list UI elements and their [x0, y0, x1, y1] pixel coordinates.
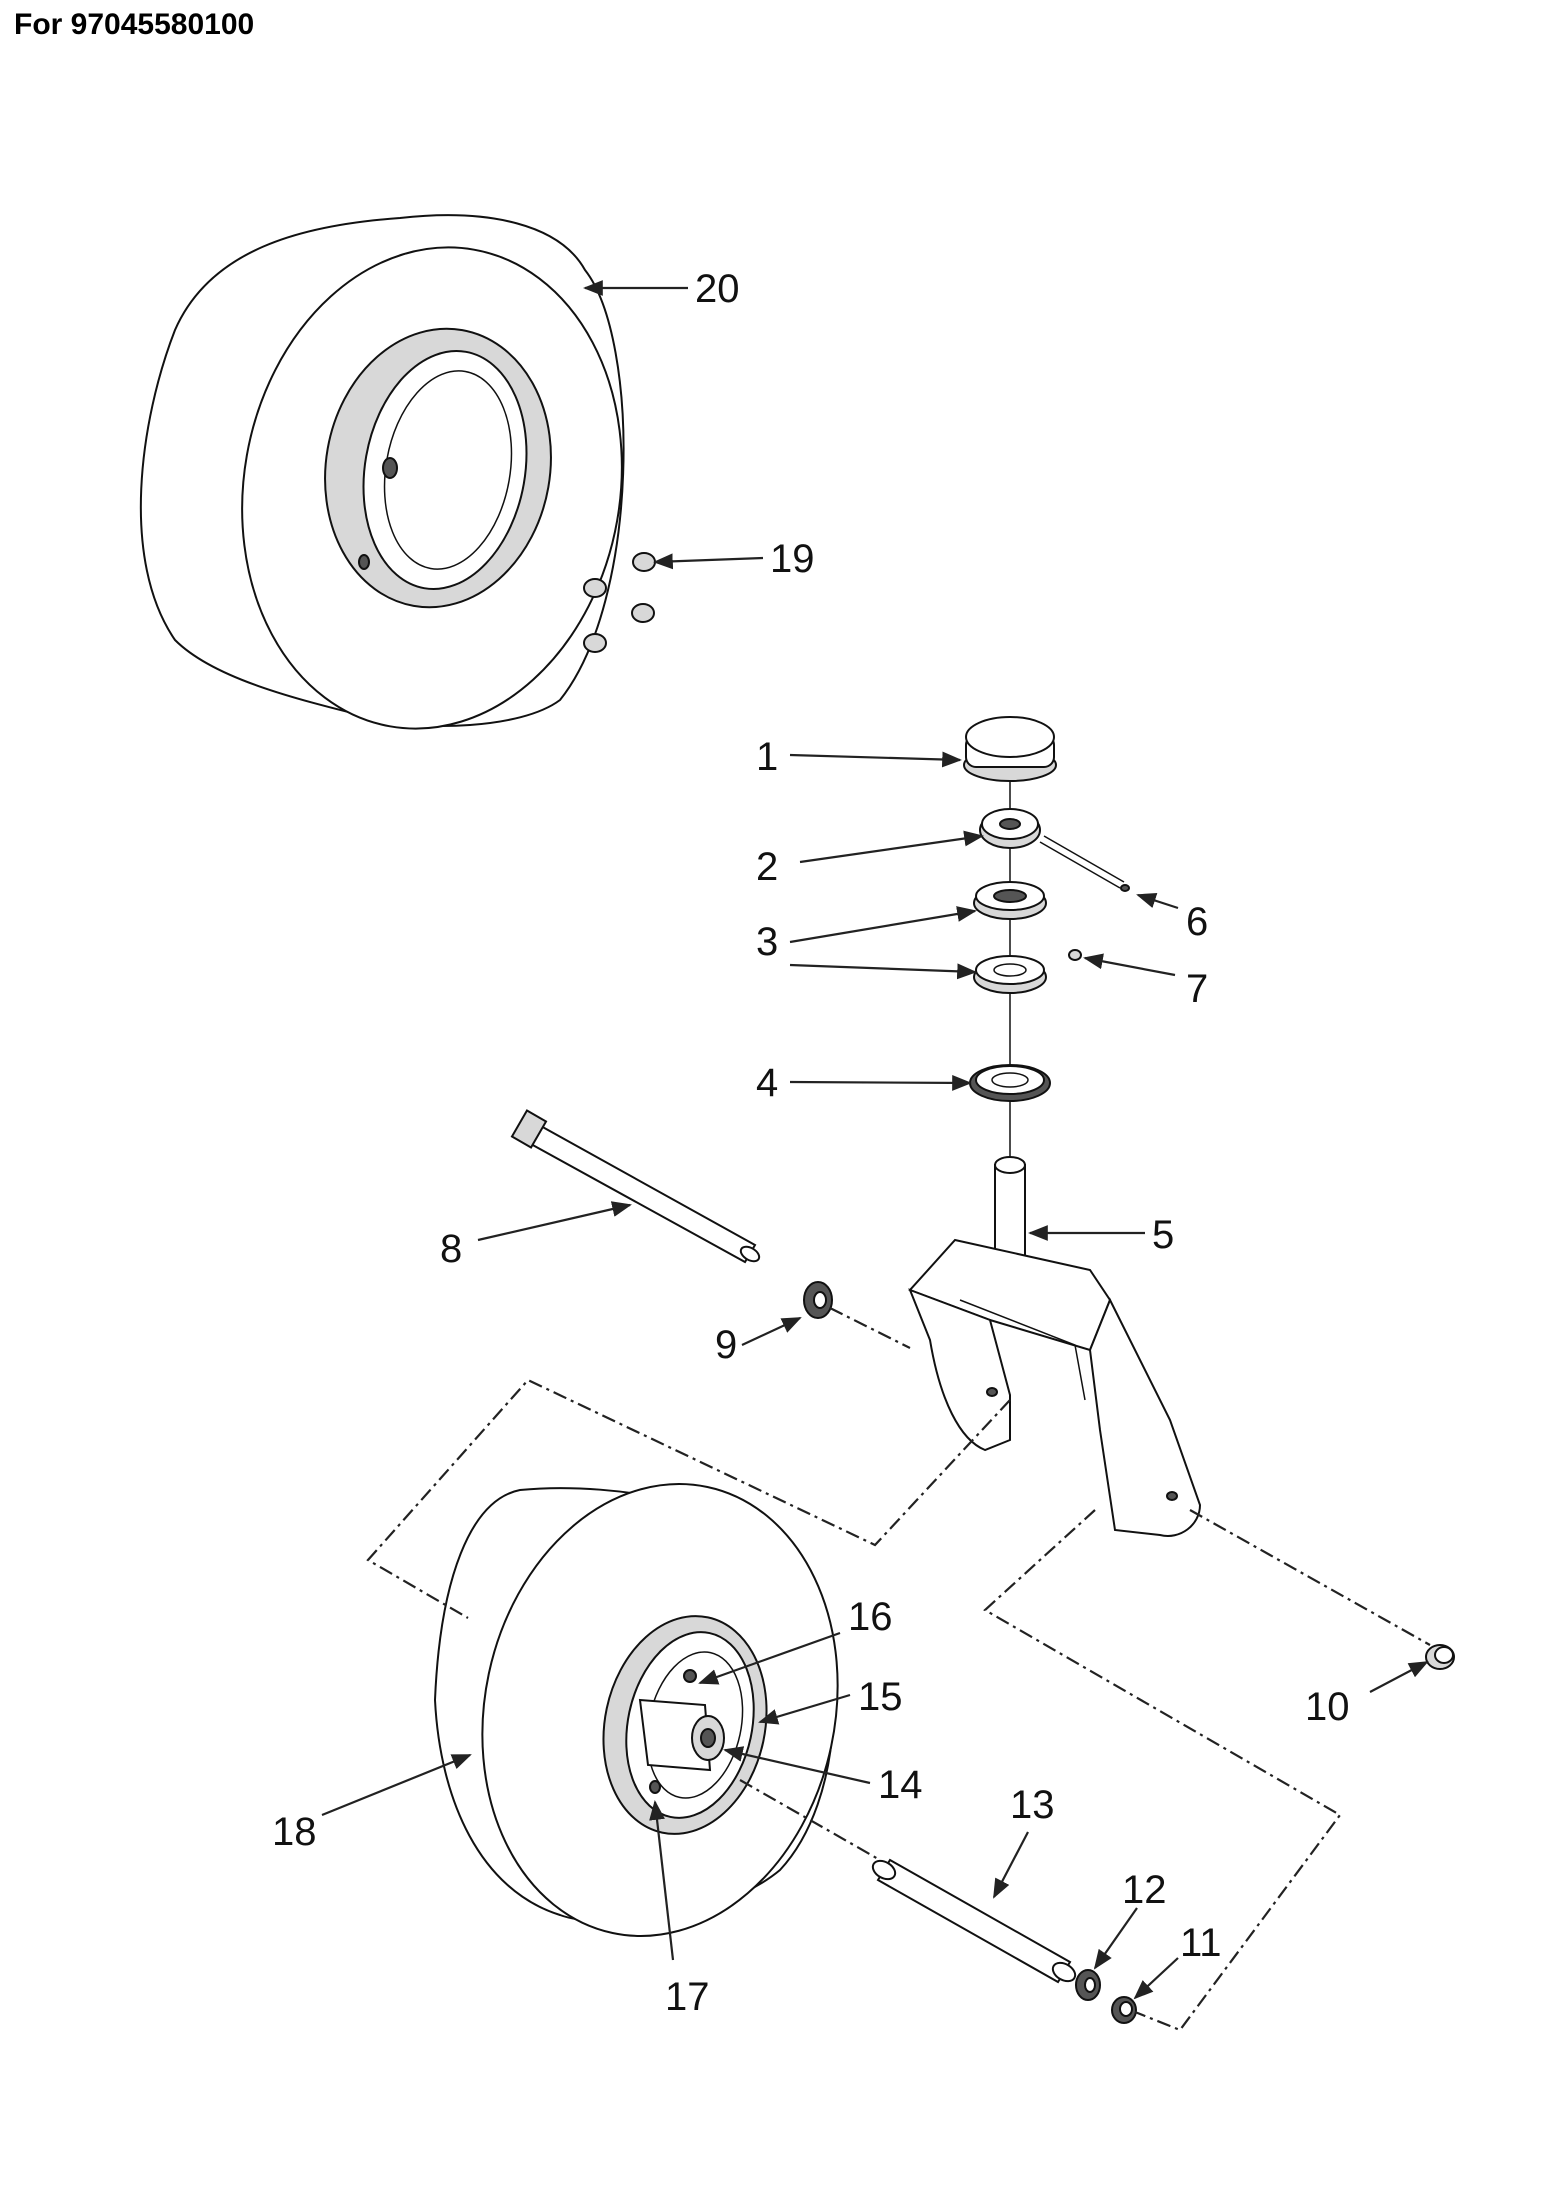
seal-4 — [969, 1064, 1051, 1102]
callout-5: 5 — [1152, 1213, 1174, 1257]
callout-20: 20 — [695, 267, 740, 311]
callout-11: 11 — [1180, 1921, 1222, 1965]
callout-18: 18 — [272, 1810, 317, 1854]
castle-nut-2 — [979, 808, 1041, 849]
callout-17: 17 — [665, 1975, 710, 2019]
leader-lines — [321, 280, 1429, 2000]
lock-nut-11 — [1111, 1996, 1137, 2024]
caster-fork-5 — [908, 1156, 1202, 1537]
washer-12 — [1075, 1969, 1101, 2001]
washer-9 — [803, 1281, 833, 1319]
tire-20 — [139, 214, 625, 730]
bolt-8 — [510, 1109, 761, 1264]
callout-4: 4 — [756, 1061, 778, 1105]
spacer-13 — [871, 1858, 1077, 1984]
callout-15: 15 — [858, 1675, 903, 1719]
callout-10: 10 — [1305, 1685, 1350, 1729]
callout-labels: 20 19 1 2 3 3 4 5 6 7 8 9 10 11 12 13 14… — [272, 267, 1350, 2019]
grease-fitting-7 — [1068, 949, 1082, 961]
callout-9: 9 — [715, 1323, 737, 1367]
bearing-3-bottom — [973, 955, 1047, 994]
lug-nuts-19 — [583, 552, 656, 653]
dust-cap-1 — [963, 716, 1057, 782]
callout-7: 7 — [1186, 967, 1208, 1011]
callout-6: 6 — [1186, 900, 1208, 944]
page-title: For 97045580100 — [14, 8, 255, 41]
callout-19: 19 — [770, 537, 815, 581]
callout-3a: 3 — [756, 920, 778, 964]
callout-12: 12 — [1122, 1868, 1167, 1912]
callout-2: 2 — [756, 845, 778, 889]
callout-1: 1 — [756, 735, 778, 779]
assembly-lines — [366, 1307, 1431, 2032]
lock-nut-10 — [1425, 1644, 1455, 1670]
cotter-pin-6 — [1039, 835, 1130, 892]
wheel-assembly-18 — [433, 1483, 839, 1937]
callout-14: 14 — [878, 1763, 923, 1807]
callout-13: 13 — [1010, 1783, 1055, 1827]
bearing-3-top — [973, 881, 1047, 920]
callout-8: 8 — [440, 1227, 462, 1271]
callout-16: 16 — [848, 1595, 893, 1639]
